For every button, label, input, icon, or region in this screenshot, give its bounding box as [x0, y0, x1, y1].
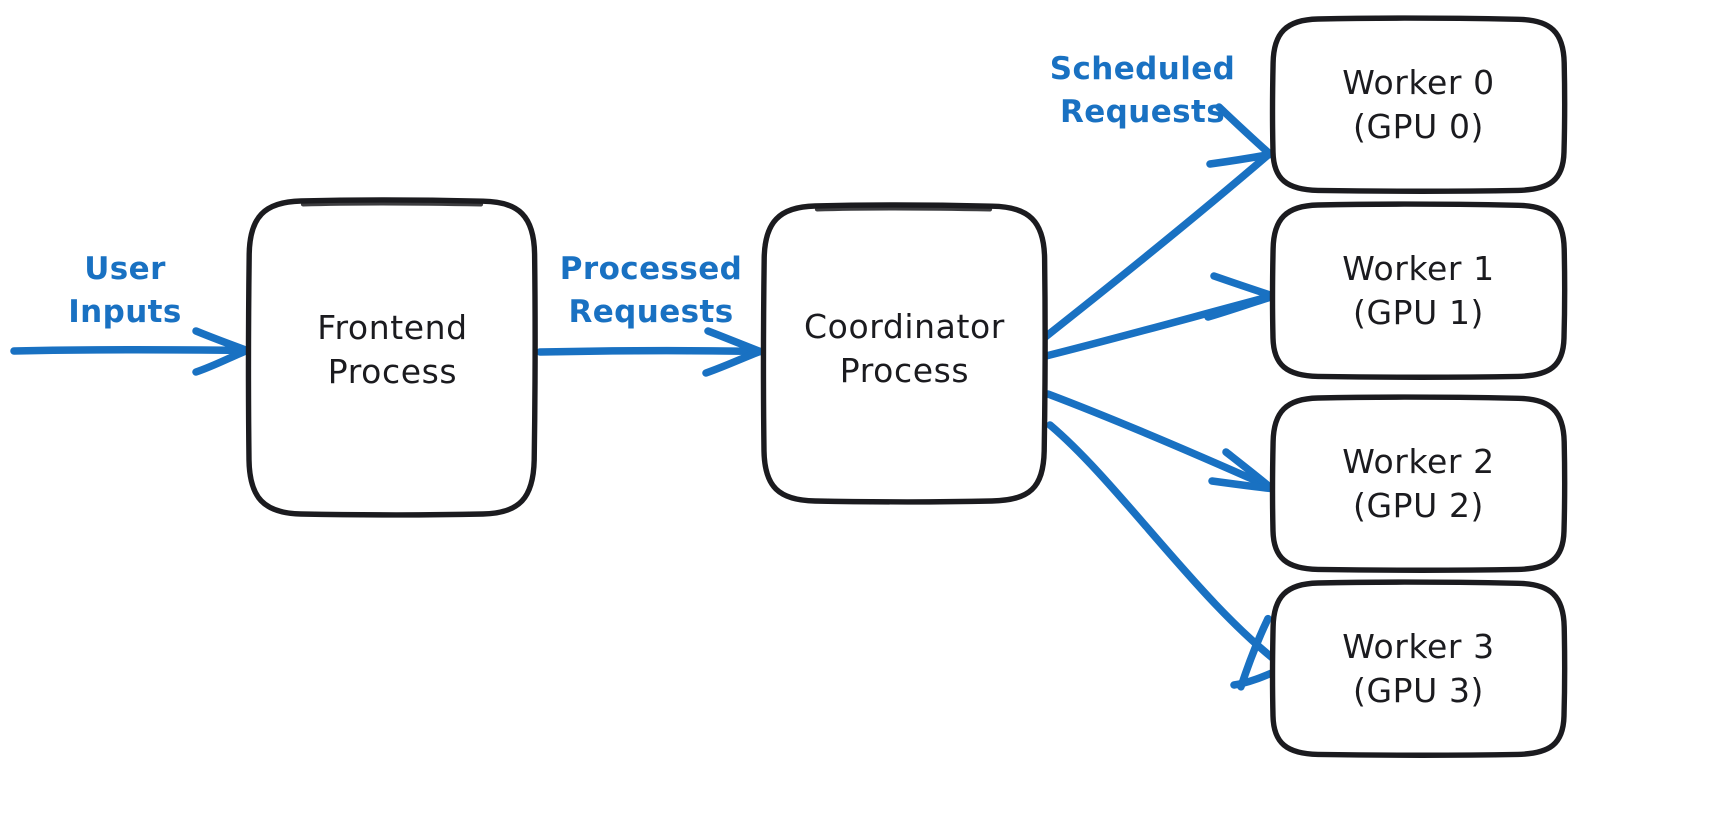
node-frontend-process[interactable] — [245, 197, 538, 518]
arrow-coordinator-to-worker0 — [1040, 103, 1274, 342]
scheduled-requests-line2: Requests — [1059, 93, 1226, 130]
node-coordinator-process[interactable] — [760, 202, 1048, 505]
processed-requests-line1: Processed — [559, 251, 743, 287]
processed-requests-line2: Requests — [568, 293, 734, 330]
user-inputs-line2: Inputs — [68, 293, 182, 330]
user-inputs-line1: User — [84, 251, 166, 287]
node-worker-3[interactable] — [1269, 579, 1568, 758]
arrow-frontend-to-coordinator — [536, 327, 764, 377]
node-worker-2[interactable] — [1269, 394, 1568, 573]
arrow-user-to-frontend — [10, 327, 251, 376]
node-worker-0[interactable] — [1269, 15, 1568, 194]
arrow-coordinator-to-worker2 — [1044, 390, 1275, 493]
arrow-coordinator-to-worker1 — [1042, 272, 1277, 360]
node-worker-1[interactable] — [1269, 201, 1568, 380]
scheduled-requests-line1: Scheduled — [1049, 51, 1236, 87]
